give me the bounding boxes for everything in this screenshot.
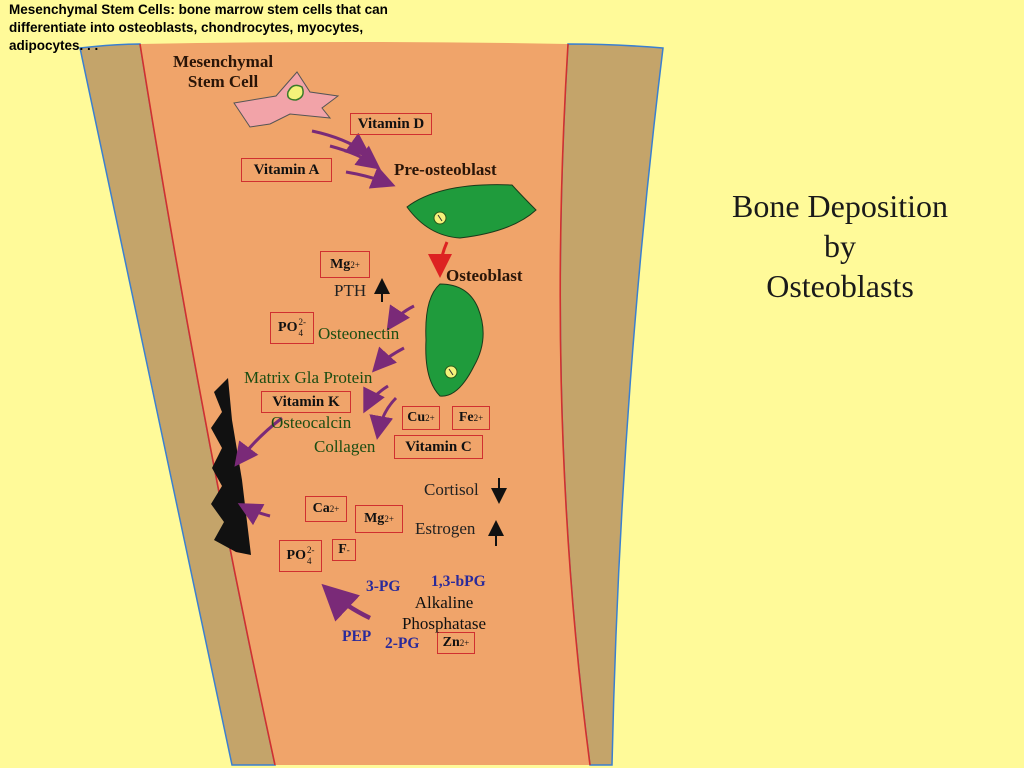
cu-charge: 2+ [425, 413, 435, 423]
fe-charge: 2+ [473, 413, 484, 423]
vitamin-k-box: Vitamin K [261, 391, 351, 413]
vitamin-d-box: Vitamin D [350, 113, 432, 135]
one-three-bpg-label: 1,3-bPG [431, 573, 486, 590]
zn-symbol: Zn [442, 635, 460, 650]
phosphatase-word: Phosphatase [401, 614, 487, 633]
marrow-cavity [140, 42, 590, 765]
f-box: F- [332, 539, 356, 561]
cu-symbol: Cu [407, 410, 426, 425]
arrow-msc-3 [345, 166, 396, 189]
po4-top-subscript: 4 [298, 328, 303, 338]
po4-bottom-subscript: 4 [306, 556, 312, 566]
arrow-collagen [369, 396, 398, 440]
estrogen-label: Estrogen [415, 519, 476, 538]
arrow-msc-2 [329, 144, 381, 170]
matrix-gla-label: Matrix Gla Protein [244, 368, 373, 387]
pre-osteoblast-cell [406, 184, 537, 239]
cortisol-label: Cortisol [424, 480, 479, 499]
alkaline-phosphatase-label: Alkaline Phosphatase [398, 592, 490, 634]
po4-bottom-charge: 2- [306, 545, 315, 555]
msc-label-line-1: Mesenchymal [172, 52, 274, 71]
pth-label: PTH [334, 281, 367, 300]
osteoblast-label: Osteoblast [446, 266, 523, 285]
pre-osteoblast-label: Pre-osteoblast [394, 160, 497, 179]
alkaline-word: Alkaline [414, 593, 474, 612]
msc-label-line-2: Stem Cell [187, 72, 259, 91]
ca-symbol: Ca [312, 501, 330, 516]
ca-charge: 2+ [329, 504, 340, 514]
osteonectin-label: Osteonectin [318, 324, 400, 343]
po4-top-charge: 2- [298, 317, 306, 327]
msc-label: Mesenchymal Stem Cell [164, 52, 282, 92]
collagen-label: Collagen [314, 437, 376, 456]
vitamin-c-box: Vitamin C [394, 435, 483, 459]
arrow-lower-deposit [237, 503, 271, 526]
title-line-3: Osteoblasts [766, 268, 914, 304]
arrow-osteonectin [386, 304, 415, 331]
f-charge: - [346, 545, 350, 555]
title-line-1: Bone Deposition [732, 188, 948, 224]
title-line-2: by [824, 228, 856, 264]
arrow-vitamin-k [363, 384, 389, 414]
mg-top-charge: 2+ [350, 259, 360, 270]
mg-top-symbol: Mg [330, 256, 351, 272]
arrow-matrix-gla [371, 346, 405, 373]
f-symbol: F [338, 542, 347, 557]
slide-title: Bone Deposition by Osteoblasts [690, 186, 990, 306]
mg-bottom-symbol: Mg [364, 511, 385, 526]
two-pg-label: 2-PG [385, 635, 420, 652]
fe-symbol: Fe [458, 410, 474, 425]
pep-label: PEP [342, 628, 372, 645]
vitamin-a-box: Vitamin A [241, 158, 332, 182]
po4-bottom-symbol: PO [286, 548, 306, 563]
arrow-pre-to-osteoblast [428, 241, 453, 278]
three-pg-label: 3-PG [366, 578, 401, 595]
mesenchymal-stem-cell [233, 71, 340, 128]
caption: Mesenchymal Stem Cells: bone marrow stem… [9, 2, 388, 53]
osteoblast-cell [425, 283, 484, 397]
arrow-alkaline-phosphatase [321, 583, 371, 622]
osteocalcin-label: Osteocalcin [271, 413, 352, 432]
arrow-to-deposit [234, 416, 283, 467]
po4-top-symbol: PO [278, 320, 298, 335]
mg-bottom-charge: 2+ [384, 514, 394, 524]
zn-charge: 2+ [459, 638, 470, 648]
